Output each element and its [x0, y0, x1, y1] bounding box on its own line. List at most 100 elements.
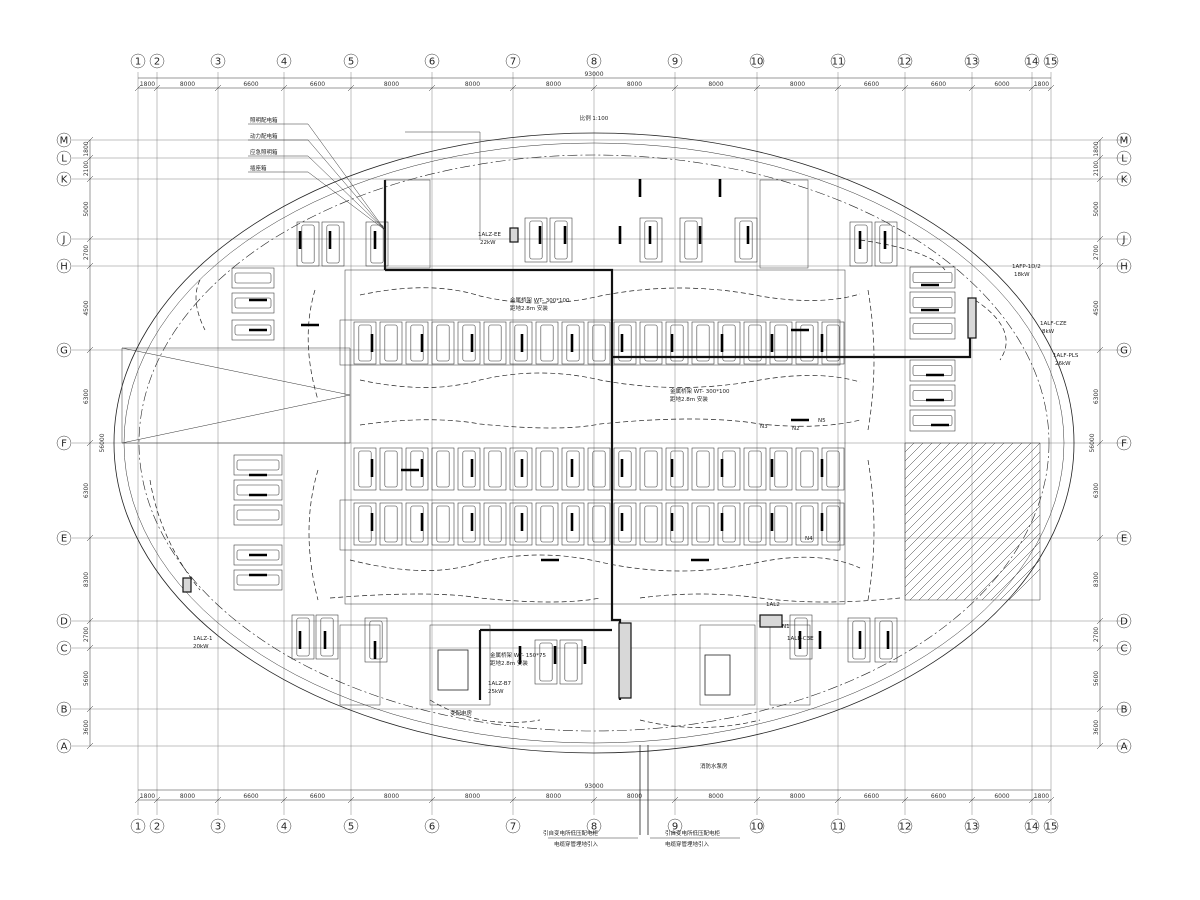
panel-label: 1ALE-C3E — [787, 636, 814, 642]
column-axis-label: 1 — [135, 57, 141, 68]
hatch-line — [904, 442, 951, 489]
parking-stall — [795, 502, 819, 546]
car-symbol — [236, 459, 280, 471]
dimension-value: 6600 — [243, 81, 258, 88]
dimension-value: 2700 — [83, 627, 90, 642]
parking-block — [339, 319, 841, 366]
dimension-value: 8000 — [627, 793, 642, 800]
column-axis-label: 1 — [135, 822, 141, 833]
row-axis-label: L — [61, 154, 67, 165]
dimension-value: 8000 — [384, 81, 399, 88]
stair-room — [429, 624, 491, 706]
column-axis-label: 10 — [751, 57, 764, 68]
dimension-tick — [86, 175, 94, 183]
parking-stall — [233, 504, 283, 526]
parking-stall — [483, 321, 507, 365]
tray-label: 金属桥架 WT- 150*75 — [490, 651, 547, 659]
lighting-circuit — [867, 289, 875, 431]
tray-label: 金属桥架 WT- 300*100 — [670, 387, 730, 395]
car-symbol — [739, 220, 753, 260]
car-symbol — [774, 324, 788, 362]
car-symbol — [879, 224, 893, 264]
car-symbol — [358, 505, 372, 543]
parking-stall — [769, 447, 793, 491]
car-symbol — [644, 450, 658, 488]
dimension-tick — [834, 84, 842, 92]
column-axis-label: 15 — [1045, 822, 1058, 833]
panel-label: 1ALF-PLS — [1053, 353, 1079, 359]
column-axis-bubble — [897, 53, 913, 69]
circuit-label: N1 — [782, 624, 790, 630]
dimension-value: 6000 — [994, 81, 1009, 88]
panel-label: 25kW — [488, 689, 504, 695]
panel-label: 1ALZ-EE — [478, 232, 501, 238]
dimension-tick — [509, 796, 517, 804]
parking-stalls — [231, 217, 956, 685]
hatch-line — [904, 442, 978, 516]
cable-tray-branch — [612, 300, 972, 359]
parking-stall — [821, 502, 845, 546]
parking-stall — [535, 447, 559, 491]
parking-stall — [743, 502, 767, 546]
parking-stall — [665, 502, 689, 546]
panel-label: 8kW — [1042, 329, 1055, 335]
transformer-box — [437, 649, 469, 691]
column-axis-bubble — [210, 53, 226, 69]
row-axis-label: J — [62, 235, 66, 246]
dimension-tick — [1096, 346, 1104, 354]
panel-label: 20kW — [193, 644, 209, 650]
row-axis-label: A — [1121, 742, 1128, 753]
dimension-tick — [134, 84, 142, 92]
distribution-panel — [967, 297, 977, 339]
hatch-line — [904, 442, 1023, 561]
lighting-circuit — [359, 372, 861, 388]
column-axis-label: 11 — [832, 822, 845, 833]
dimension-value: 8000 — [465, 81, 480, 88]
parking-stall — [587, 447, 611, 491]
cable-tray-main — [383, 180, 622, 700]
row-axis-bubble — [56, 435, 72, 451]
car-symbol — [514, 505, 528, 543]
column-axis-label: 4 — [281, 822, 287, 833]
stair-room — [759, 179, 809, 269]
car-symbol — [488, 505, 502, 543]
car-symbol — [826, 450, 840, 488]
parking-stall — [559, 639, 583, 685]
hatch-line — [904, 442, 915, 453]
panel-label: 1ALZ-1 — [193, 636, 212, 642]
hatch-line — [927, 487, 1041, 601]
column-axis-label: 7 — [510, 57, 516, 68]
tray-label: 距地2.8m 安装 — [490, 659, 528, 667]
column-axis-label: 14 — [1026, 57, 1039, 68]
dimension-value: 6300 — [83, 389, 90, 404]
parking-stall — [353, 447, 377, 491]
row-axis-bubble — [1116, 530, 1132, 546]
scale-note: 比例 1:100 — [580, 114, 609, 122]
row-axis-bubble — [56, 231, 72, 247]
car-symbol — [540, 450, 554, 488]
stair-room — [384, 179, 431, 269]
column-axis-bubble — [586, 53, 602, 69]
parking-stall — [821, 447, 845, 491]
dimension-value: 1800 — [83, 141, 90, 156]
parking-stall — [509, 321, 533, 365]
car-symbol — [879, 620, 893, 660]
column-axis-bubble — [830, 818, 846, 834]
parking-stall — [353, 502, 377, 546]
parking-stall — [639, 321, 663, 365]
dimension-total: 56000 — [1089, 433, 1096, 452]
column-axis-label: 7 — [510, 822, 516, 833]
dimension-value: 8000 — [627, 81, 642, 88]
dimension-value: 8000 — [708, 81, 723, 88]
dimension-value: 2100 — [1093, 161, 1100, 176]
parking-stall — [431, 447, 455, 491]
dimension-tick — [1028, 796, 1036, 804]
row-axis-label: D — [60, 617, 68, 628]
car-symbol — [384, 505, 398, 543]
car-symbol — [436, 324, 450, 362]
light-fixtures — [249, 179, 949, 664]
dimension-tick — [1096, 136, 1104, 144]
parking-stall — [613, 321, 637, 365]
parking-stall — [769, 321, 793, 365]
